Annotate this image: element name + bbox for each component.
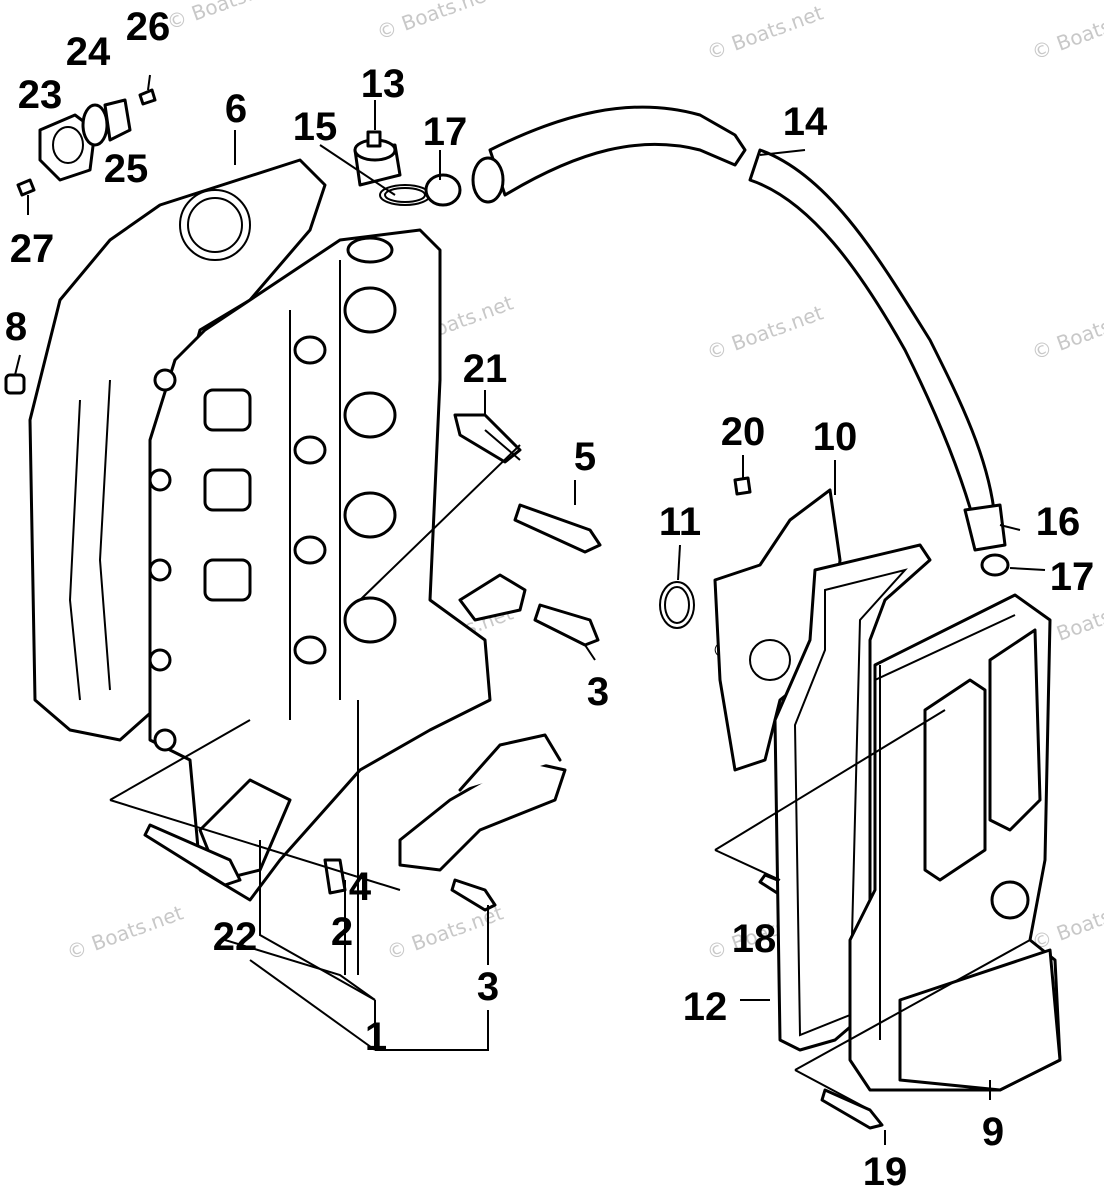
callout-20: 20 [721, 410, 766, 454]
bracket-parts [398, 573, 567, 872]
callout-11: 11 [659, 500, 701, 544]
watermark: © Boats.net [374, 0, 497, 45]
callout-14: 14 [783, 100, 828, 144]
callout-10: 10 [813, 415, 858, 459]
callout-18: 18 [732, 917, 777, 961]
callout-1: 1 [365, 1015, 387, 1059]
thermostat-cover [4, 88, 157, 395]
callout-3: 3 [587, 670, 609, 714]
callout-5: 5 [574, 435, 596, 479]
callout-4: 4 [349, 865, 372, 909]
callout-6: 6 [225, 87, 247, 131]
callout-13: 13 [361, 62, 406, 106]
callout-16: 16 [1036, 500, 1081, 544]
watermark: © Boats.net [704, 0, 827, 64]
callout-17: 17 [423, 110, 468, 154]
watermark: © Boats.net [164, 0, 287, 35]
o-ring [659, 581, 695, 629]
watermark: © Boats.net [1029, 0, 1104, 64]
watermark: © Boats.net [704, 300, 827, 364]
callout-21: 21 [463, 347, 508, 391]
callout-8: 8 [5, 305, 27, 349]
watermark: © Boats.net [1029, 890, 1104, 954]
callout-15: 15 [293, 105, 338, 149]
callout-2: 2 [331, 910, 353, 954]
callout-12: 12 [683, 985, 728, 1029]
callout-3: 3 [477, 965, 499, 1009]
watermark: © Boats.net [1029, 300, 1104, 364]
dowel-pin-8 [4, 373, 26, 395]
callout-labels: 1 2 3 3 4 5 6 8 9 10 11 12 13 14 15 16 1… [5, 5, 1094, 1194]
callout-27: 27 [10, 227, 55, 271]
callout-22: 22 [213, 915, 258, 959]
bolts [143, 476, 884, 1130]
water-hose [424, 105, 1010, 577]
callout-9: 9 [982, 1110, 1004, 1154]
callout-17: 17 [1050, 555, 1095, 599]
callout-25: 25 [104, 147, 149, 191]
watermark: © Boats.net [64, 900, 187, 964]
callout-19: 19 [863, 1150, 908, 1194]
callout-24: 24 [66, 30, 111, 74]
leader-lines [14, 74, 1046, 1145]
callout-23: 23 [18, 73, 63, 117]
cylinder-head [148, 228, 492, 902]
callout-26: 26 [126, 5, 171, 49]
cylinder-head-cover [848, 593, 1062, 1092]
spark-plug [453, 413, 522, 464]
